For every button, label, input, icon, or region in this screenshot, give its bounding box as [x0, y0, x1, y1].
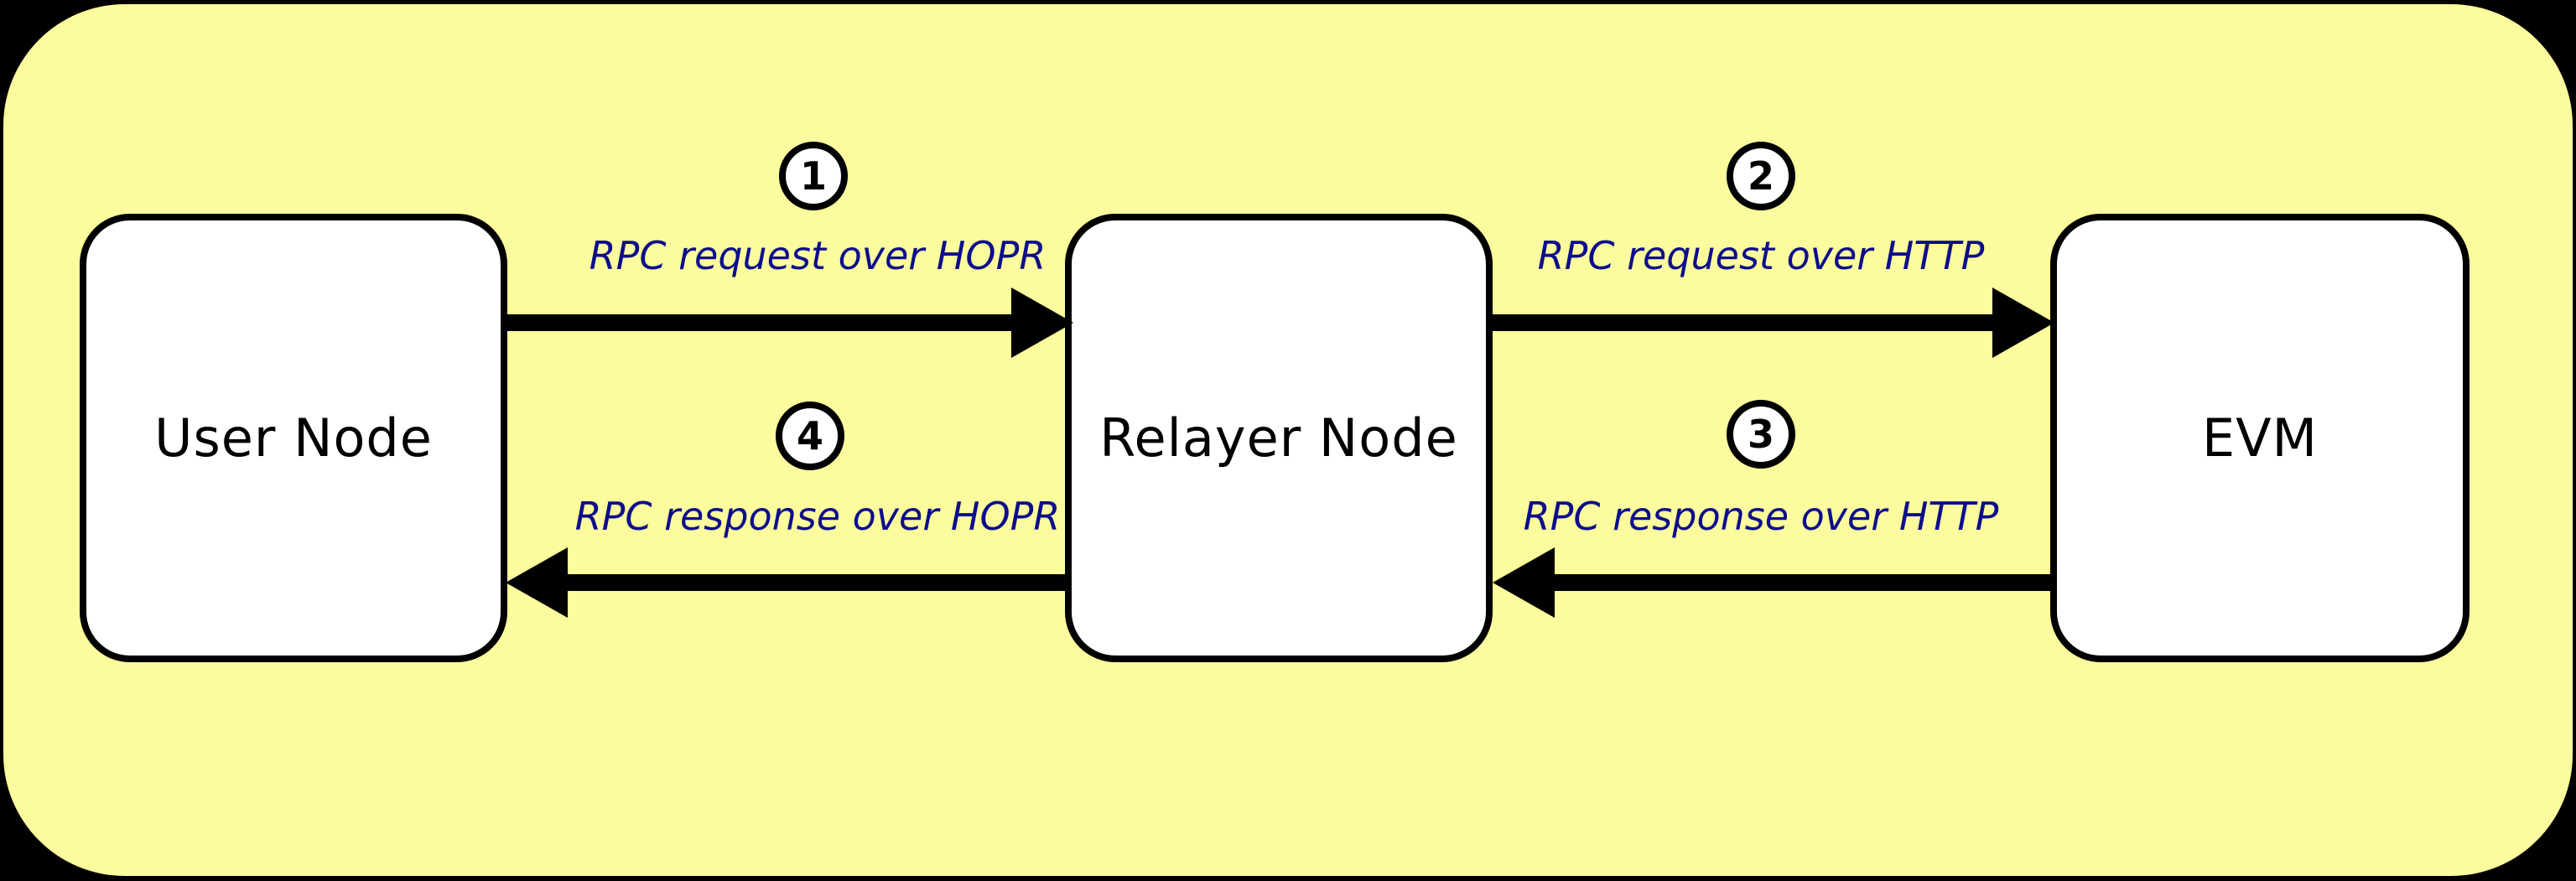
step-badge-2-number: 2 [1747, 153, 1774, 199]
node-relayer-node-label: Relayer Node [1099, 407, 1458, 469]
flow-label-rpc-request-over-hopr: RPC request over HOPR [589, 233, 1046, 278]
step-badge-4-number: 4 [796, 413, 823, 459]
step-badge-1-number: 1 [799, 153, 827, 199]
step-badge-2: 2 [1727, 142, 1795, 210]
step-badge-3: 3 [1727, 400, 1795, 469]
node-user-node-label: User Node [154, 407, 433, 469]
arrow-3-line [1555, 574, 2054, 591]
arrow-2-line [1489, 314, 1997, 331]
node-relayer-node: Relayer Node [1065, 214, 1493, 662]
arrow-1-head-right-icon [1011, 288, 1073, 358]
flow-label-rpc-response-over-http: RPC response over HTTP [1523, 494, 1999, 539]
arrow-2-head-right-icon [1992, 288, 2054, 358]
flow-label-rpc-request-over-http: RPC request over HTTP [1537, 233, 1985, 278]
flow-label-rpc-response-over-hopr: RPC response over HOPR [574, 494, 1061, 539]
step-badge-3-number: 3 [1747, 412, 1774, 457]
node-evm: EVM [2050, 214, 2470, 662]
arrow-4-head-left-icon [506, 547, 568, 618]
arrow-3-head-left-icon [1493, 547, 1555, 618]
arrow-1-line [503, 314, 1016, 331]
step-badge-1: 1 [779, 142, 848, 210]
arrow-4-line [568, 574, 1068, 591]
node-user-node: User Node [80, 214, 507, 662]
node-evm-label: EVM [2201, 407, 2319, 469]
step-badge-4: 4 [776, 402, 844, 470]
